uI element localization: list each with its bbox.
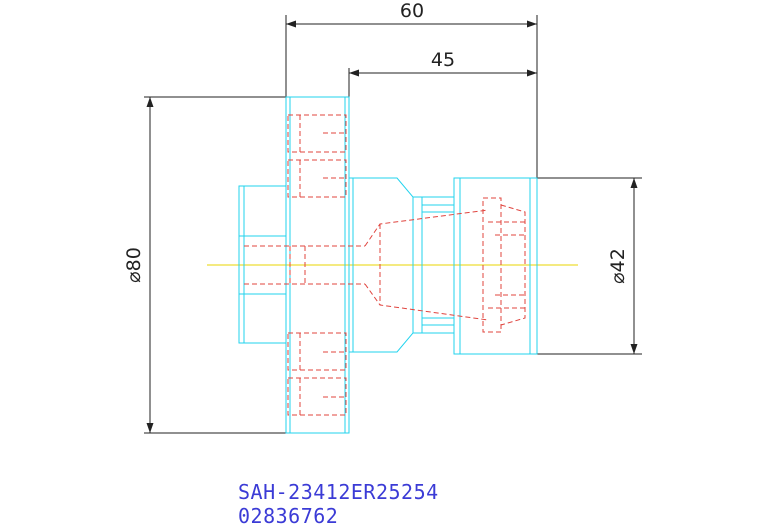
dimension-lines bbox=[144, 15, 642, 434]
dim-45-label: 45 bbox=[431, 49, 455, 71]
part-number: 02836762 bbox=[238, 504, 339, 528]
dim-42-label: ⌀42 bbox=[607, 248, 629, 284]
dim-80-label: ⌀80 bbox=[123, 247, 145, 283]
hidden-lines bbox=[244, 114, 526, 416]
dim-60-label: 60 bbox=[400, 0, 424, 22]
part-outline bbox=[238, 96, 538, 434]
part-code: SAH-23412ER25254 bbox=[238, 480, 439, 504]
